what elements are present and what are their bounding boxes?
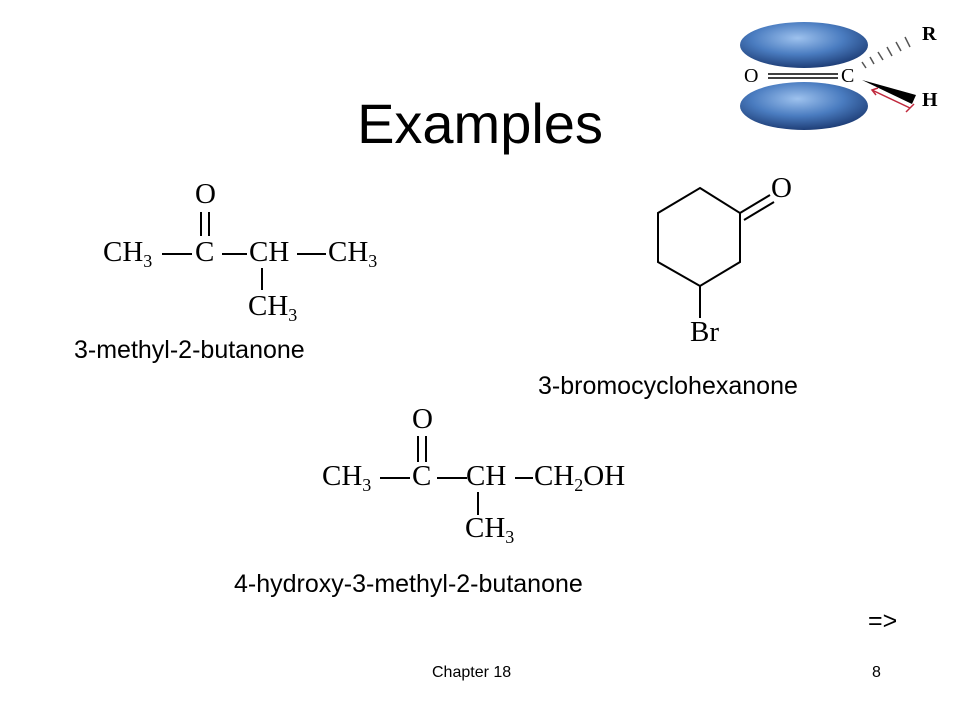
molecule-3-ch3-left: CH3 [322,460,372,495]
molecule-3-oxygen: O [412,403,433,435]
molecule-1-name: 3-methyl-2-butanone [74,336,305,364]
molecule-2-name: 3-bromocyclohexanone [538,372,798,400]
slide-title: Examples [357,92,603,155]
atom-label-C: C [841,65,854,87]
molecule-2-bromine: Br [690,316,719,348]
molecule-3-ch2oh: CH2OH [534,460,626,495]
molecule-1-ch3-bottom: CH3 [248,290,298,325]
molecule-3-carbonyl-carbon: C [412,460,432,492]
molecule-3-ch3-bottom: CH3 [465,512,515,547]
next-slide-arrow[interactable]: => [868,607,898,635]
footer-chapter: Chapter 18 [432,664,512,681]
molecule-1-ch3-left: CH3 [103,236,153,271]
atom-label-R: R [922,23,937,45]
molecule-1-ch3-right: CH3 [328,236,378,271]
molecule-3-name: 4-hydroxy-3-methyl-2-butanone [234,570,583,598]
pi-lobe-upper [740,22,868,68]
molecule-3-ch: CH [466,460,507,492]
molecule-1-carbonyl-carbon: C [195,236,215,268]
molecule-1-ch: CH [249,236,290,268]
hashed-bond [861,36,911,69]
atom-label-O: O [744,65,758,87]
molecule-2-oxygen: O [771,172,792,204]
page-number: 8 [872,664,881,681]
molecule-1-oxygen: O [195,178,216,210]
